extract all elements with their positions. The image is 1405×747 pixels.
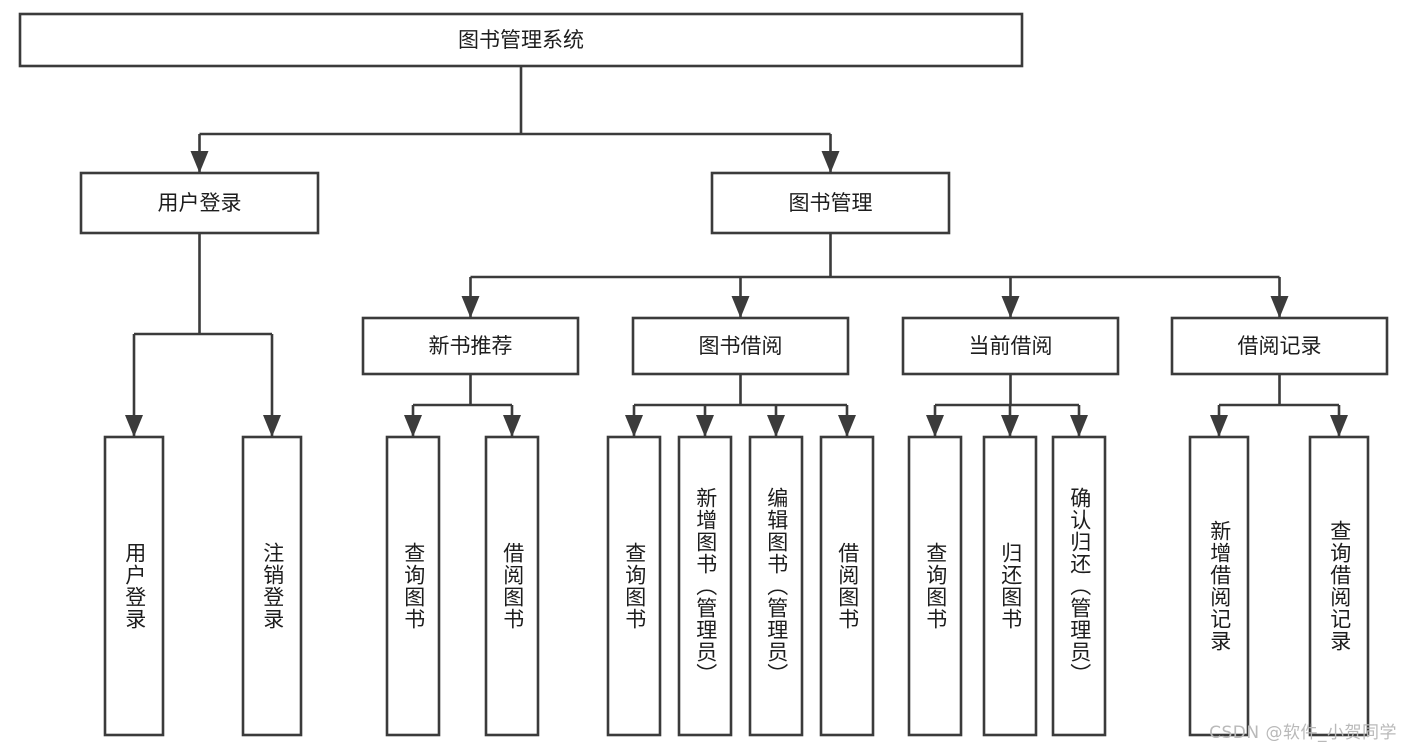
node-图书管理系统-label: 图书管理系统: [458, 28, 584, 52]
node-注销登录[interactable]: [241, 435, 303, 737]
node-用户登录-box[interactable]: [79, 171, 320, 235]
node-用户登录[interactable]: [103, 435, 165, 737]
node-查询图书[interactable]: [606, 435, 662, 737]
node-借阅图书[interactable]: [484, 435, 540, 737]
arrow-head-icon: [926, 415, 944, 437]
arrow-head-icon: [125, 415, 143, 437]
node-新书推荐-box[interactable]: [361, 316, 580, 376]
node-图书管理-box[interactable]: [710, 171, 951, 235]
node-用户登录-label: 用户登录: [158, 191, 242, 215]
node-图书借阅[interactable]: 图书借阅: [631, 316, 850, 376]
node-确认归还管理员-box[interactable]: [1051, 435, 1107, 737]
node-用户登录[interactable]: 用户登录: [79, 171, 320, 235]
arrow-head-icon: [625, 415, 643, 437]
arrow-head-icon: [1330, 415, 1348, 437]
node-借阅图书-box[interactable]: [819, 435, 875, 737]
node-图书借阅-box[interactable]: [631, 316, 850, 376]
node-归还图书[interactable]: [982, 435, 1038, 737]
node-查询图书[interactable]: [385, 435, 441, 737]
arrow-head-icon: [404, 415, 422, 437]
arrow-head-icon: [731, 296, 750, 318]
arrow-head-icon: [263, 415, 281, 437]
node-编辑图书管理员[interactable]: [748, 435, 804, 737]
node-新书推荐[interactable]: 新书推荐: [361, 316, 580, 376]
node-图书管理系统[interactable]: 图书管理系统: [18, 12, 1024, 68]
node-图书管理系统-box[interactable]: [18, 12, 1024, 68]
node-新增借阅记录[interactable]: [1188, 435, 1250, 737]
node-查询图书-box[interactable]: [606, 435, 662, 737]
node-归还图书-box[interactable]: [982, 435, 1038, 737]
arrow-head-icon: [1070, 415, 1088, 437]
connector-layer: [125, 66, 1348, 437]
node-当前借阅-label: 当前借阅: [969, 334, 1053, 358]
arrow-head-icon: [1270, 296, 1289, 318]
arrow-head-icon: [838, 415, 856, 437]
arrow-head-icon: [767, 415, 785, 437]
node-借阅图书[interactable]: [819, 435, 875, 737]
node-注销登录-box[interactable]: [241, 435, 303, 737]
node-图书借阅-label: 图书借阅: [699, 334, 783, 358]
node-图书管理[interactable]: 图书管理: [710, 171, 951, 235]
node-借阅记录-label: 借阅记录: [1238, 334, 1322, 358]
node-新增借阅记录-box[interactable]: [1188, 435, 1250, 737]
node-当前借阅[interactable]: 当前借阅: [901, 316, 1120, 376]
node-新增图书管理员-box[interactable]: [677, 435, 733, 737]
arrow-head-icon: [1210, 415, 1228, 437]
node-当前借阅-box[interactable]: [901, 316, 1120, 376]
arrow-head-icon: [1001, 415, 1019, 437]
arrow-head-icon: [461, 296, 480, 318]
node-用户登录-box[interactable]: [103, 435, 165, 737]
node-新书推荐-label: 新书推荐: [429, 334, 513, 358]
node-编辑图书管理员-box[interactable]: [748, 435, 804, 737]
watermark: CSDN @软件_小贺同学: [1209, 723, 1397, 743]
arrow-head-icon: [1001, 296, 1020, 318]
arrow-head-icon: [821, 151, 840, 173]
node-借阅记录[interactable]: 借阅记录: [1170, 316, 1389, 376]
node-确认归还管理员[interactable]: [1051, 435, 1107, 737]
node-查询图书-box[interactable]: [907, 435, 963, 737]
node-查询借阅记录-box[interactable]: [1308, 435, 1370, 737]
node-借阅图书-box[interactable]: [484, 435, 540, 737]
node-查询图书-box[interactable]: [385, 435, 441, 737]
node-借阅记录-box[interactable]: [1170, 316, 1389, 376]
node-新增图书管理员[interactable]: [677, 435, 733, 737]
arrow-head-icon: [190, 151, 209, 173]
arrow-head-icon: [503, 415, 521, 437]
node-图书管理-label: 图书管理: [789, 191, 873, 215]
arrow-head-icon: [696, 415, 714, 437]
node-查询图书[interactable]: [907, 435, 963, 737]
node-查询借阅记录[interactable]: [1308, 435, 1370, 737]
